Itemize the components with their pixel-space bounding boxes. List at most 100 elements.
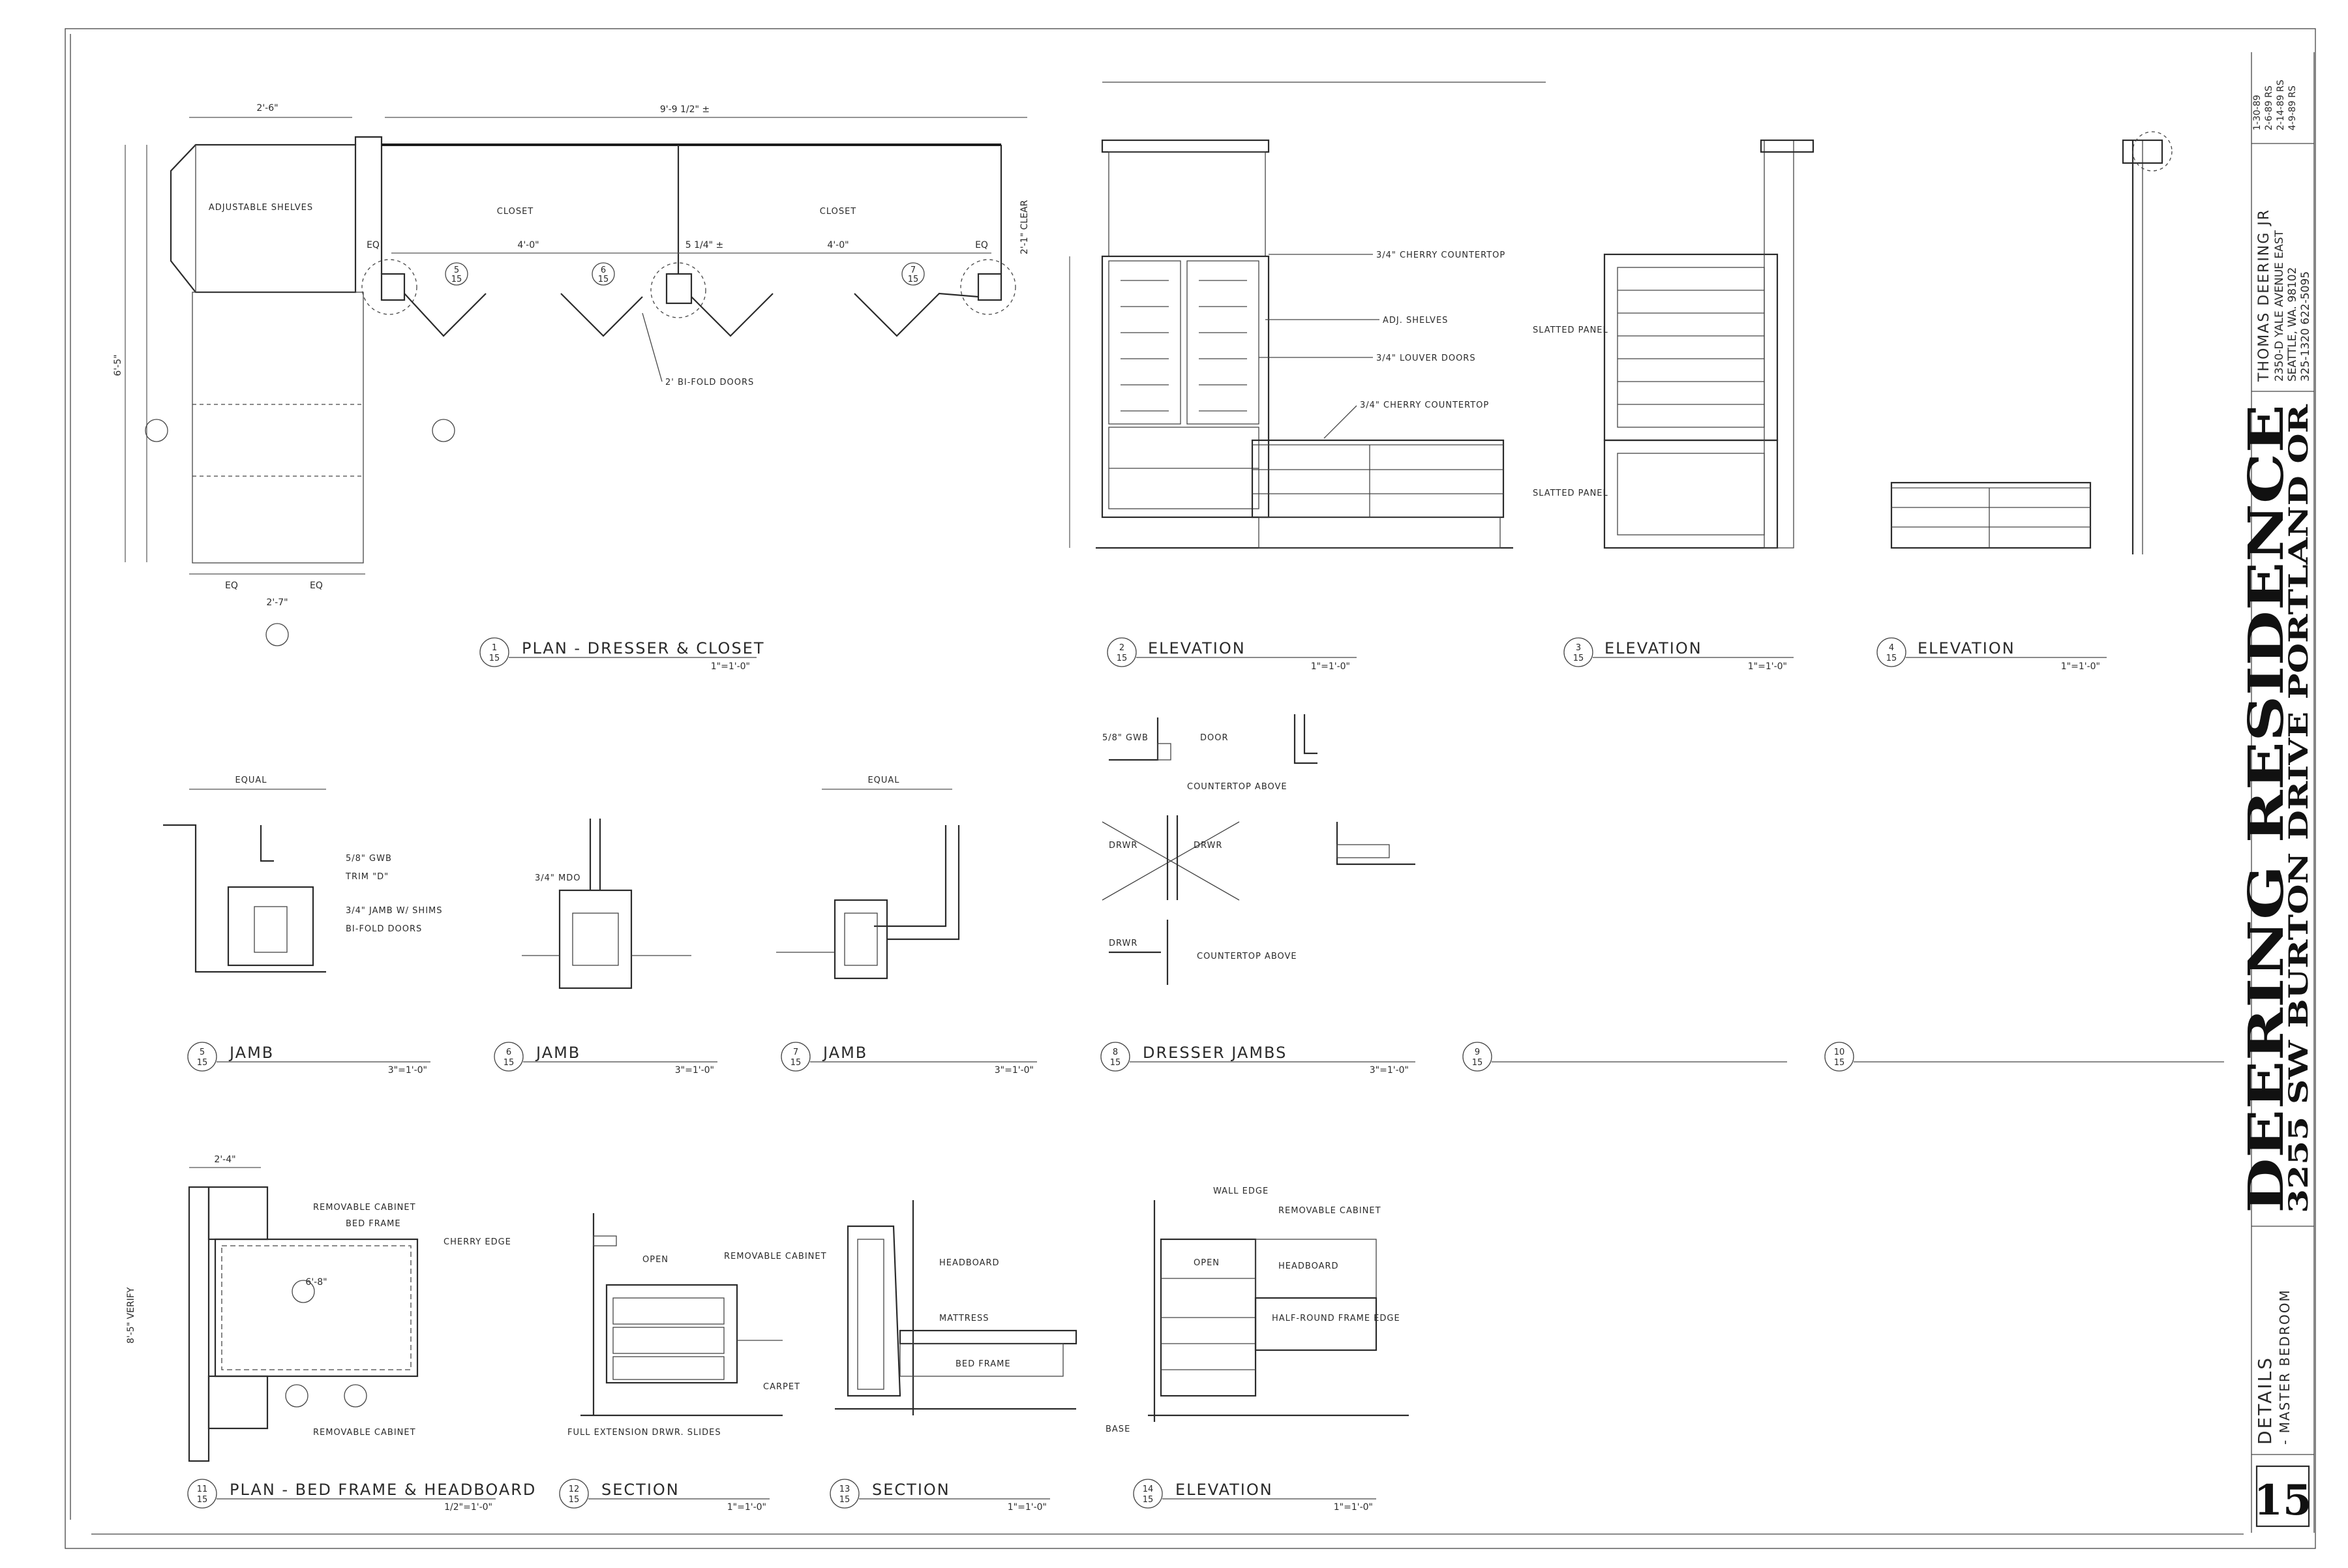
title-14-num: 14: [1143, 1485, 1154, 1494]
title-3: ELEVATION: [1604, 639, 1702, 657]
note-removable-cabinet-3: REMOVABLE CABINET: [724, 1252, 827, 1261]
note-louver-doors: 3/4" LOUVER DOORS: [1376, 354, 1476, 363]
project-name-block: DEERING RESIDENCE 3255 SW BURTON DRIVE P…: [2238, 404, 2314, 1213]
title-7-num: 7: [793, 1048, 798, 1057]
title-1: PLAN - DRESSER & CLOSET: [522, 639, 765, 657]
note-base: BASE: [1106, 1425, 1130, 1434]
dim-4-0-b: 4'-0": [827, 240, 849, 250]
bubble-7: 7: [911, 265, 916, 275]
note-door: DOOR: [1200, 733, 1229, 743]
architect-street: 2350-D YALE AVENUE EAST: [2273, 230, 2286, 382]
revision-2: 2-6-89 RS: [2264, 85, 2274, 130]
note-adj-shelves: ADJ. SHELVES: [1383, 316, 1448, 325]
scale-11: 1/2"=1'-0": [444, 1502, 492, 1513]
revision-dates: 1-30-89 2-6-89 RS 2-14-89 RS 4-9-89 RS: [2252, 80, 2298, 130]
note-drwr-3: DRWR: [1109, 939, 1137, 948]
note-cherry-edge: CHERRY EDGE: [444, 1237, 511, 1247]
sheet-title: DETAILS: [2254, 1356, 2276, 1445]
scale-5: 3"=1'-0": [388, 1065, 427, 1076]
title-9-sheet: 15: [1472, 1058, 1483, 1068]
revision-1: 1-30-89: [2252, 95, 2263, 130]
bubble-6-sheet: 15: [598, 275, 609, 284]
note-countertop-above: COUNTERTOP ABOVE: [1187, 782, 1287, 792]
scale-7: 3"=1'-0": [995, 1065, 1034, 1076]
detail-10-empty: 10 15: [1824, 1042, 2224, 1072]
label-eq-1: EQ: [367, 240, 380, 250]
bubble-5: 5: [454, 265, 459, 275]
note-removable-cabinet-2: REMOVABLE CABINET: [313, 1428, 416, 1438]
sheet-title-block: DETAILS - MASTER BEDROOM: [2254, 1289, 2293, 1445]
title-4: ELEVATION: [1918, 639, 2015, 657]
dim-2-7: 2'-7": [266, 597, 288, 608]
note-open: OPEN: [642, 1255, 669, 1265]
title-2-num: 2: [1119, 643, 1124, 653]
label-closet-2: CLOSET: [820, 207, 857, 217]
dim-2-6: 2'-6": [256, 103, 278, 113]
elevation-3: SLATTED PANEL SLATTED PANEL 3 15 ELEVATI…: [1533, 139, 1814, 672]
sheet-border: [65, 28, 2316, 1549]
note-drwr-2: DRWR: [1194, 841, 1222, 851]
bubble-7-sheet: 15: [908, 275, 919, 284]
note-bifold-doors-2: BI-FOLD DOORS: [346, 924, 422, 934]
note-adjustable-shelves: ADJUSTABLE SHELVES: [209, 203, 313, 213]
title-7-sheet: 15: [790, 1058, 802, 1068]
title-12: SECTION: [601, 1481, 680, 1499]
title-2-sheet: 15: [1117, 654, 1128, 663]
architect-city: SEATTLE, WA. 98102: [2286, 267, 2299, 382]
title-6-num: 6: [506, 1048, 511, 1057]
note-open-2: OPEN: [1194, 1258, 1220, 1268]
jamb-6: 3/4" MDO 6 15 JAMB 3"=1'-0": [494, 819, 717, 1076]
section-12: OPEN REMOVABLE CABINET CARPET FULL EXTEN…: [559, 1213, 827, 1513]
scale-13: 1"=1'-0": [1008, 1502, 1047, 1513]
section-13: HEADBOARD MATTRESS BED FRAME 13 15 SECTI…: [830, 1200, 1077, 1513]
title-6-sheet: 15: [504, 1058, 515, 1068]
title-8: DRESSER JAMBS: [1143, 1044, 1287, 1062]
title-1-sheet: 15: [489, 654, 500, 663]
note-countertop-above-2: COUNTERTOP ABOVE: [1197, 952, 1297, 961]
dresser-jambs-8: 5/8" GWB DOOR COUNTERTOP ABOVE DRWR DRWR…: [1100, 714, 1415, 1076]
note-headboard: HEADBOARD: [939, 1258, 1000, 1268]
note-half-round: HALF-ROUND FRAME EDGE: [1272, 1314, 1400, 1323]
title-10-num: 10: [1834, 1048, 1845, 1057]
title-13: SECTION: [872, 1481, 950, 1499]
title-11-sheet: 15: [197, 1495, 208, 1505]
sheet-subtitle: - MASTER BEDROOM: [2277, 1289, 2293, 1445]
note-cherry-countertop-2: 3/4" CHERRY COUNTERTOP: [1360, 400, 1489, 410]
title-12-sheet: 15: [569, 1495, 580, 1505]
jamb-5: EQUAL 5/8" GWB TRIM "D" 3/4" JAMB W/ SHI…: [163, 776, 442, 1076]
title-14: ELEVATION: [1175, 1481, 1273, 1499]
title-13-sheet: 15: [839, 1495, 850, 1505]
title-11-num: 11: [197, 1485, 208, 1494]
note-drwr-1: DRWR: [1109, 841, 1137, 851]
dim-verify: 8'-5" VERIFY: [126, 1287, 136, 1344]
label-eq-2: EQ: [975, 240, 988, 250]
label-eq-3: EQ: [225, 580, 238, 591]
elevation-4: 4 15 ELEVATION 1"=1'-0": [1876, 131, 2173, 672]
title-3-sheet: 15: [1573, 654, 1584, 663]
architect-name: THOMAS DEERING JR: [2256, 209, 2272, 382]
elevation-2: 3/4" CHERRY COUNTERTOP ADJ. SHELVES 3/4"…: [1069, 82, 1546, 672]
dim-2-4: 2'-4": [214, 1154, 235, 1165]
scale-2: 1"=1'-0": [1311, 661, 1350, 672]
title-5-sheet: 15: [197, 1058, 208, 1068]
title-14-sheet: 15: [1143, 1495, 1154, 1505]
scale-12: 1"=1'-0": [727, 1502, 766, 1513]
architect-phones: 325-1320 622-5095: [2299, 271, 2312, 382]
architect-info: THOMAS DEERING JR 2350-D YALE AVENUE EAS…: [2256, 209, 2312, 382]
title-4-sheet: 15: [1886, 654, 1897, 663]
note-wall-edge: WALL EDGE: [1213, 1186, 1269, 1196]
scale-4: 1"=1'-0": [2061, 661, 2100, 672]
label-equal-1: EQUAL: [235, 776, 267, 785]
scale-14: 1"=1'-0": [1334, 1502, 1373, 1513]
label-closet-1: CLOSET: [497, 207, 534, 217]
note-bed-frame: BED FRAME: [346, 1219, 401, 1229]
detail-9-empty: 9 15: [1462, 1042, 1787, 1072]
project-name: DEERING RESIDENCE: [2238, 404, 2295, 1213]
note-mattress: MATTRESS: [939, 1314, 989, 1323]
dim-6-5: 6'-5": [113, 354, 123, 376]
title-9-num: 9: [1475, 1048, 1480, 1057]
title-7: JAMB: [822, 1044, 867, 1062]
note-bifold-doors: 2' BI-FOLD DOORS: [665, 378, 754, 387]
revision-3: 2-14-89 RS: [2276, 80, 2286, 130]
